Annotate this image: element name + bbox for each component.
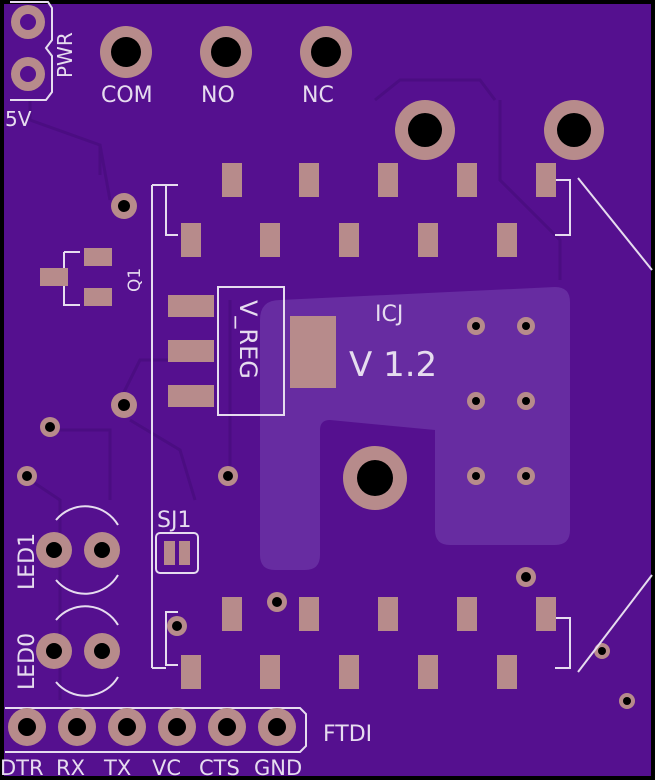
pin-dtr-label: DTR <box>0 756 44 780</box>
voltage-regulator <box>168 286 336 416</box>
pin-rx-label: RX <box>56 756 85 780</box>
v-reg-label: V_REG <box>234 300 262 379</box>
pin-cts-label: CTS <box>199 756 240 780</box>
nc-label: NC <box>302 83 334 108</box>
copper-pour <box>260 287 570 570</box>
ftdi-header <box>5 707 307 753</box>
pwr-header <box>10 0 53 101</box>
pin-vc-label: VC <box>152 756 181 780</box>
pin-tx-label: TX <box>103 756 131 780</box>
q1-transistor <box>40 248 112 306</box>
q1-label: Q1 <box>125 268 145 292</box>
ic-top-package <box>165 163 571 257</box>
traces <box>28 78 562 700</box>
com-label: COM <box>101 83 153 108</box>
ic-bottom-package <box>165 597 571 689</box>
version-label: V 1.2 <box>349 345 437 385</box>
led1 <box>36 505 120 595</box>
led0-label: LED0 <box>15 633 40 690</box>
ic-label: ICJ <box>375 302 403 327</box>
sj1-label: SJ1 <box>157 508 191 533</box>
silkscreen-lines <box>151 177 653 673</box>
no-label: NO <box>201 83 235 108</box>
led1-label: LED1 <box>15 533 40 590</box>
pin-gnd-label: GND <box>254 756 302 780</box>
ftdi-label: FTDI <box>323 722 372 747</box>
vias <box>17 193 635 709</box>
pwr-label: PWR <box>53 32 77 78</box>
five-v-label: 5V <box>5 107 32 131</box>
relay-terminals <box>100 26 604 160</box>
solder-jumper-sj1 <box>155 532 199 574</box>
led0 <box>36 605 120 697</box>
